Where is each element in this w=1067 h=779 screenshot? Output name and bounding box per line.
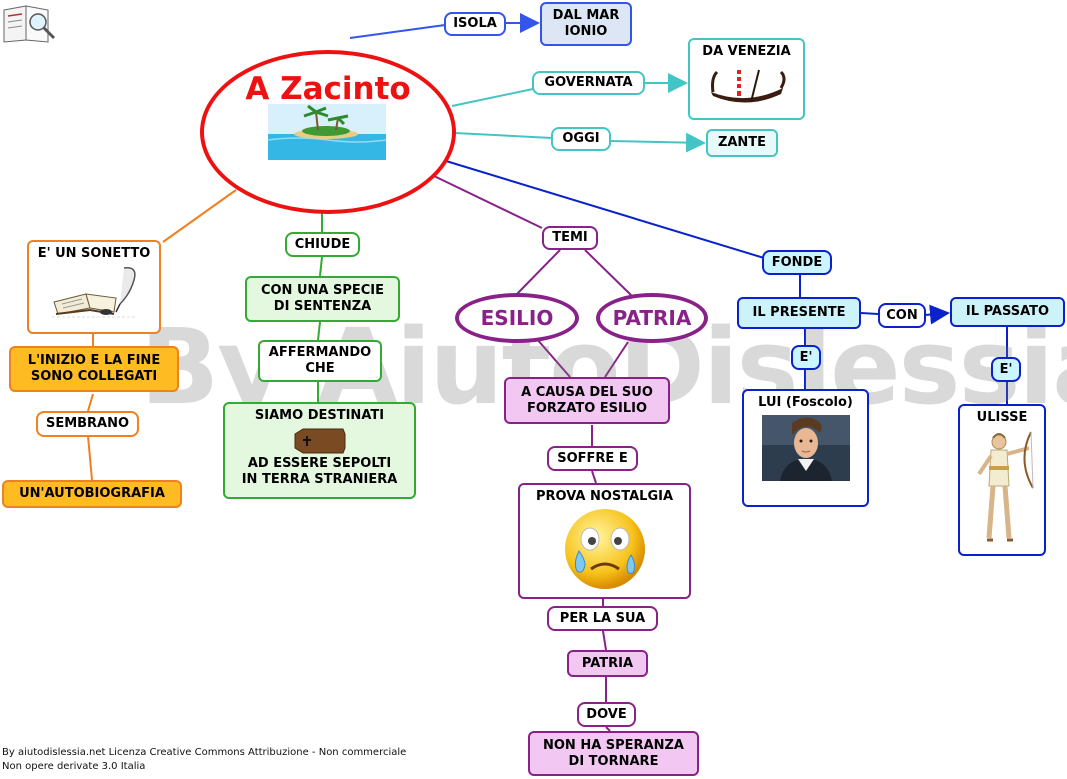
edge-zacinto-oggi (454, 132, 553, 139)
node-autobiografia[interactable]: UN'AUTOBIOGRAFIA (2, 480, 182, 508)
node-e-presente[interactable]: E' (791, 345, 821, 370)
node-affermando-che[interactable]: AFFERMANDO CHE (258, 340, 382, 382)
node-da-venezia[interactable]: DA VENEZIA (688, 38, 805, 120)
edge-presente-con (860, 312, 879, 315)
edge-oggi-zante (609, 132, 706, 153)
node-esilio-oval[interactable]: ESILIO (455, 293, 579, 343)
ulisse-archer-icon (977, 431, 1034, 542)
edge-specie-affermando (317, 321, 321, 341)
node-oggi[interactable]: OGGI (551, 127, 611, 151)
edge-temi-patria (584, 249, 633, 297)
edge-zacinto-governata (451, 88, 534, 107)
coffin-icon (294, 428, 345, 454)
node-il-passato[interactable]: IL PASSATO (950, 297, 1065, 327)
node-siamo-destinati[interactable]: SIAMO DESTINATI AD ESSERE SEPOLTI IN TER… (223, 402, 416, 499)
node-per-la-sua[interactable]: PER LA SUA (547, 606, 658, 631)
node-inizio-fine[interactable]: L'INIZIO E LA FINE SONO COLLEGATI (9, 346, 179, 392)
node-nessuna-speranza[interactable]: NON HA SPERANZA DI TORNARE (528, 731, 699, 776)
license-line-1: By aiutodislessia.net Licenza Creative C… (2, 747, 407, 758)
node-temi[interactable]: TEMI (542, 226, 598, 250)
edge-inizio-sembrano (87, 393, 94, 412)
node-ulisse[interactable]: ULISSE (958, 404, 1046, 556)
edge-esilio-causa (535, 337, 571, 378)
book-magnifier-logo-icon (3, 5, 56, 43)
node-governata[interactable]: GOVERNATA (532, 71, 645, 95)
foscolo-portrait-icon (761, 415, 850, 481)
central-topic-oval[interactable]: A Zacinto (200, 50, 456, 214)
license-line-2: Non opere derivate 3.0 Italia (2, 761, 146, 772)
node-fonde[interactable]: FONDE (762, 250, 832, 275)
node-isola[interactable]: ISOLA (444, 12, 506, 36)
edge-sembrano-autobio (87, 435, 93, 481)
node-sembrano[interactable]: SEMBRANO (36, 411, 139, 437)
edge-dove-speranza (605, 726, 611, 732)
node-prova-nostalgia[interactable]: PROVA NOSTALGIA (518, 483, 691, 599)
license-footer: By aiutodislessia.net Licenza Creative C… (2, 746, 406, 774)
edge-perlasua-patria (602, 630, 607, 651)
edge-zacinto-isola (349, 24, 446, 39)
node-patria-2[interactable]: PATRIA (567, 650, 648, 677)
node-il-presente[interactable]: IL PRESENTE (737, 297, 861, 329)
node-e-passato[interactable]: E' (991, 357, 1021, 382)
edge-chiude-specie (319, 256, 323, 277)
edge-zacinto-temi (433, 175, 543, 229)
crying-face-icon (564, 509, 645, 589)
book-quill-illustration-icon (52, 267, 136, 318)
edge-temi-esilio (514, 249, 561, 297)
edge-zacinto-sonetto (162, 189, 237, 243)
edge-con-passato (924, 304, 950, 325)
edge-patria-causa (604, 341, 629, 378)
node-lui-foscolo[interactable]: LUI (Foscolo) (742, 389, 869, 507)
node-chiude[interactable]: CHIUDE (285, 232, 360, 257)
island-illustration-icon (268, 104, 386, 160)
node-e-un-sonetto[interactable]: E' UN SONETTO (27, 240, 161, 334)
edge-soffre-nostalgia (591, 470, 597, 484)
node-specie-sentenza[interactable]: CON UNA SPECIE DI SENTENZA (245, 276, 400, 322)
node-zante[interactable]: ZANTE (706, 129, 778, 157)
node-causa-esilio[interactable]: A CAUSA DEL SUO FORZATO ESILIO (504, 377, 670, 424)
edge-zacinto-fonde (445, 160, 765, 259)
gondola-illustration-icon (706, 62, 787, 108)
node-dove[interactable]: DOVE (577, 702, 636, 727)
node-patria-oval[interactable]: PATRIA (596, 293, 708, 343)
central-topic-title: A Zacinto (245, 71, 411, 107)
node-con[interactable]: CON (878, 303, 926, 328)
node-dal-mar-ionio[interactable]: DAL MAR IONIO (540, 2, 632, 46)
node-soffre-e[interactable]: SOFFRE E (547, 446, 638, 471)
